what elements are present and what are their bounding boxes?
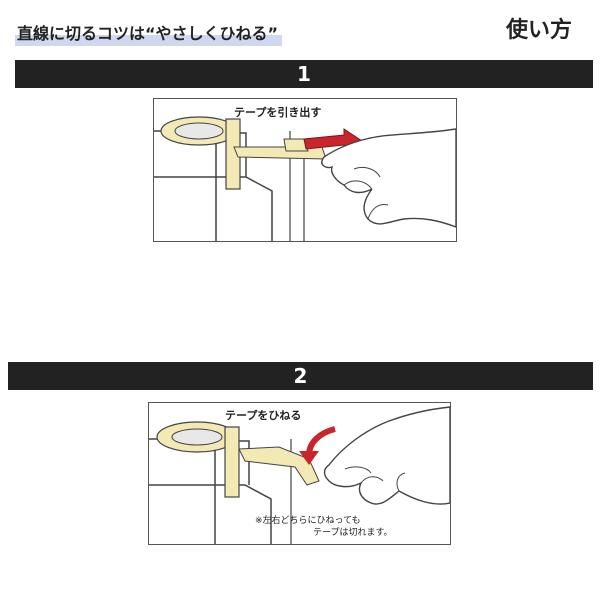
step-1-number: 1 — [297, 62, 311, 86]
step-1-illustration: テープを引き出す — [153, 98, 457, 242]
tape-dispenser-pull-image — [154, 116, 456, 241]
step-2-note-line1: ※左右どちらにひねっても — [255, 516, 361, 526]
page-title: 直線に切るコツは“やさしくひねる” — [15, 22, 283, 46]
step-2-caption: テープをひねる — [225, 409, 302, 422]
step-1-caption: テープを引き出す — [234, 106, 322, 119]
step-1-bar: 1 — [15, 60, 593, 88]
usage-heading: 使い方 — [505, 18, 572, 43]
step-2-note: ※左右どちらにひねっても テープは切れます。 — [255, 515, 393, 539]
step-2-illustration: テープをひねる ※左右どちらにひねっても テープは切れます。 — [148, 402, 451, 545]
step-2-number: 2 — [293, 364, 308, 388]
tape-dispenser-twist-image — [149, 406, 450, 544]
step-2-bar: 2 — [8, 362, 593, 390]
step-2-note-line2: テープは切れます。 — [313, 528, 393, 538]
